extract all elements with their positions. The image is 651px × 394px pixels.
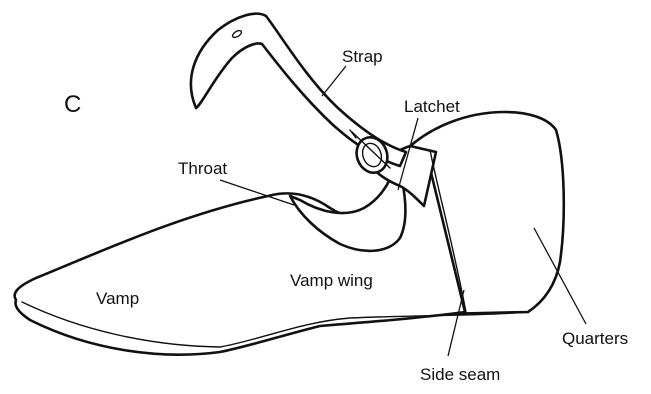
strap-leader — [322, 66, 346, 96]
label-strap: Strap — [342, 47, 383, 66]
panel-label: C — [64, 91, 81, 118]
label-vamp-wing: Vamp wing — [290, 271, 373, 290]
label-throat: Throat — [178, 159, 227, 178]
label-latchet: Latchet — [404, 97, 460, 116]
label-quarters: Quarters — [562, 329, 628, 348]
label-side-seam: Side seam — [420, 365, 500, 384]
label-vamp: Vamp — [96, 289, 139, 308]
